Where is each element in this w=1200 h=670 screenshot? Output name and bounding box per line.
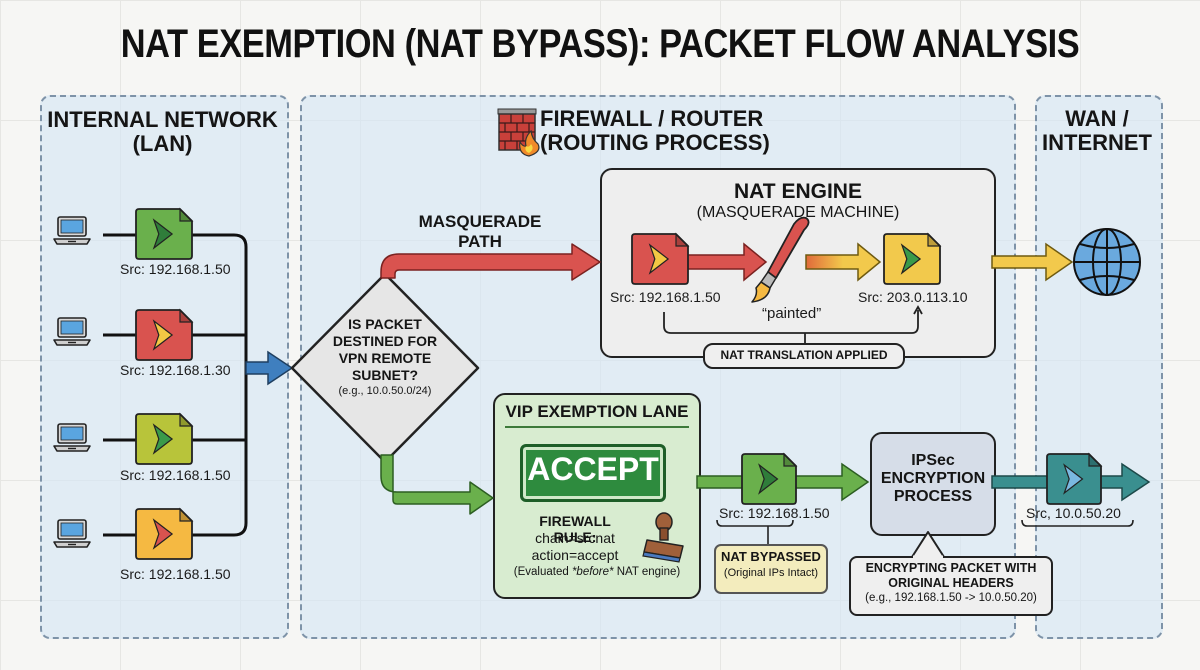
laptop-icon-3 <box>53 423 91 452</box>
accept-label: ACCEPT <box>527 451 659 487</box>
callout-line-2: ORIGINAL HEADERS <box>888 576 1014 590</box>
packet-glyph-icon <box>648 243 670 275</box>
exemption-path-arrow <box>380 454 494 515</box>
packet-glyph-icon <box>152 518 174 550</box>
nat-input-packet-icon <box>631 232 690 285</box>
ipsec-callout-text: ENCRYPTING PACKET WITH ORIGINAL HEADERS … <box>849 561 1053 606</box>
lan-host-src-2: Src: 192.168.1.30 <box>120 362 231 378</box>
packet-glyph-icon <box>1063 463 1084 495</box>
bypass-src-bracket <box>716 519 794 544</box>
ipsec-label: IPSec ENCRYPTION PROCESS <box>870 452 996 506</box>
encrypted-src: Src, 10.0.50.20 <box>1026 505 1121 521</box>
encrypted-packet-icon <box>1046 452 1103 505</box>
lan-host-src-1: Src: 192.168.1.50 <box>120 261 231 277</box>
masquerade-line1: MASQUERADE <box>418 212 542 231</box>
lan-packet-icon-4 <box>135 507 194 560</box>
bypass-packet-icon <box>741 452 798 505</box>
callout-example: (e.g., 192.168.1.50 -> 10.0.50.20) <box>865 592 1037 604</box>
nat-translation-badge <box>703 343 905 369</box>
exemption-lane-divider <box>505 426 689 428</box>
firewall-rule-action: action=accept <box>531 547 619 563</box>
nat-src-after: Src: 203.0.113.10 <box>858 289 968 305</box>
firewall-zone-title: FIREWALL / ROUTER (ROUTING PROCESS) <box>540 107 800 155</box>
nat-to-wan-arrow <box>991 242 1074 282</box>
exemption-lane-title: VIP EXEMPTION LANE <box>505 402 689 421</box>
nat-painted-label: “painted” <box>762 305 822 322</box>
lan-title-line2: (LAN) <box>132 131 193 156</box>
packet-glyph-icon <box>758 463 779 495</box>
decision-line-1: IS PACKET <box>348 316 422 332</box>
nat-engine-title: NAT ENGINE <box>734 180 862 203</box>
nat-translation-label: NAT TRANSLATION APPLIED <box>720 348 888 362</box>
wan-zone <box>1035 95 1163 639</box>
firewall-rule-chain: chain=srcnat <box>535 530 615 546</box>
decision-line-4: SUBNET? <box>351 367 419 383</box>
ipsec-line-2: ENCRYPTION <box>880 470 986 487</box>
wan-title-line2: INTERNET <box>1042 130 1152 155</box>
ipsec-encryption-box <box>870 432 996 536</box>
decision-question: IS PACKET DESTINED FOR VPN REMOTE SUBNET… <box>305 316 465 384</box>
rule-note-pre: (Evaluated <box>513 566 572 578</box>
globe-icon <box>1073 228 1141 296</box>
ipsec-line-3: PROCESS <box>893 488 973 505</box>
lan-host-src-3: Src: 192.168.1.50 <box>120 467 231 483</box>
wan-zone-title: WAN / INTERNET <box>1035 107 1159 155</box>
decision-line-3: VPN REMOTE <box>338 350 432 366</box>
decision-line-2: DESTINED FOR <box>332 333 438 349</box>
ipsec-line-1: IPSec <box>911 452 955 469</box>
masquerade-path-arrow <box>380 243 601 281</box>
firewall-rule-note: (Evaluated *before* NAT engine) <box>493 566 701 578</box>
accept-sign <box>520 444 666 502</box>
laptop-icon-4 <box>53 519 91 548</box>
laptop-icon-1 <box>53 216 91 245</box>
nat-output-packet-icon <box>883 232 942 285</box>
ipsec-callout <box>849 556 1053 616</box>
nat-src-before: Src: 192.168.1.50 <box>610 289 721 305</box>
lan-host-src-4: Src: 192.168.1.50 <box>120 566 231 582</box>
nat-out-arrow <box>805 242 882 282</box>
lan-packet-icon-1 <box>135 207 194 260</box>
packet-glyph-icon <box>152 319 174 351</box>
bypass-src: Src: 192.168.1.50 <box>719 505 830 521</box>
packet-glyph-icon <box>152 218 174 250</box>
lan-packet-icon-3 <box>135 412 194 465</box>
wan-title-line1: WAN / <box>1065 106 1129 131</box>
nat-engine-subtitle: (MASQUERADE MACHINE) <box>696 204 900 221</box>
decision-example: (e.g., 10.0.50.0/24) <box>338 385 432 397</box>
paintbrush-icon <box>751 216 810 303</box>
page-title: NAT EXEMPTION (NAT BYPASS): PACKET FLOW … <box>120 22 1080 66</box>
nat-bypassed-title: NAT BYPASSED <box>721 549 821 564</box>
ipsec-callout-pointer <box>911 531 945 558</box>
rule-note-post: NAT engine) <box>613 566 681 578</box>
nat-bypassed-subtitle: (Original IPs Intact) <box>723 567 819 579</box>
rule-note-emphasis: *before* <box>571 566 614 578</box>
lan-packet-icon-2 <box>135 308 194 361</box>
laptop-icon-2 <box>53 317 91 346</box>
masquerade-line2: PATH <box>458 232 502 251</box>
encrypted-src-bracket <box>1021 519 1134 527</box>
rubber-stamp-icon <box>642 512 684 563</box>
packet-glyph-icon <box>900 243 922 275</box>
firewall-rule-title: FIREWALL RULE: <box>539 513 611 545</box>
lan-to-router-arrow <box>245 350 294 386</box>
firewall-title-line2: (ROUTING PROCESS) <box>540 130 770 155</box>
firewall-title-line1: FIREWALL / ROUTER <box>540 106 764 131</box>
lan-bus-lines <box>103 233 248 537</box>
packet-glyph-icon <box>152 423 174 455</box>
nat-bypassed-badge <box>714 544 828 594</box>
masquerade-path-label: MASQUERADE PATH <box>410 212 550 252</box>
lan-zone-title: INTERNAL NETWORK (LAN) <box>40 108 285 156</box>
lan-title-line1: INTERNAL NETWORK <box>47 107 278 132</box>
callout-line-1: ENCRYPTING PACKET WITH <box>865 561 1037 575</box>
firewall-brick-icon <box>497 108 540 157</box>
